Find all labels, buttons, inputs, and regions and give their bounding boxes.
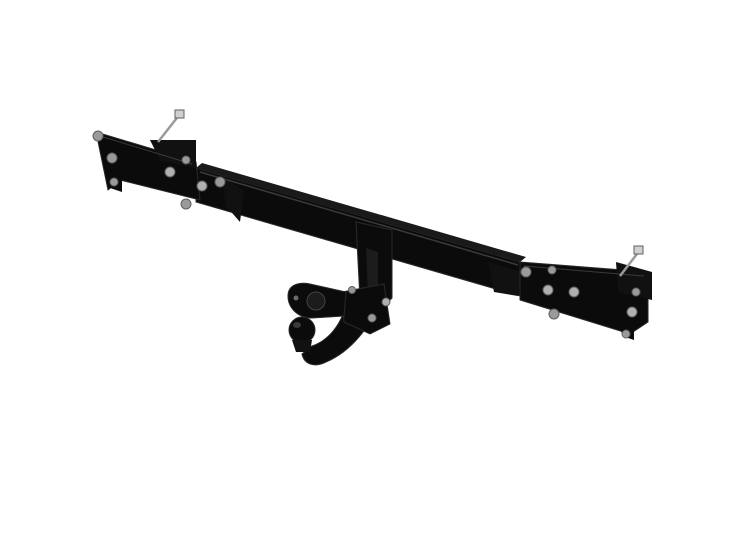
socket-bolt-hole (293, 295, 299, 301)
bolt (180, 198, 192, 210)
drop-arm (301, 221, 393, 366)
bolt (621, 329, 631, 339)
socket-bracket (287, 282, 347, 319)
bolt (626, 306, 638, 318)
bolt (542, 284, 554, 296)
cross-beam-top-face (196, 163, 526, 262)
bolts (92, 130, 641, 339)
cross-beam-right-step (488, 262, 522, 296)
bolt (631, 287, 641, 297)
left-bracket-edge (99, 135, 193, 165)
cross-beam-highlight (199, 171, 519, 266)
right-stud-nut (633, 245, 644, 255)
bolt (348, 286, 356, 294)
bolt (109, 177, 119, 187)
bolt (381, 297, 391, 307)
bolt (548, 308, 560, 320)
bolt (106, 152, 118, 164)
threaded-studs (157, 109, 644, 277)
tow-ball-sphere (288, 316, 316, 344)
cross-beam-left-step (222, 178, 244, 222)
tow-ball (288, 316, 316, 352)
bolt (547, 265, 557, 275)
left-stud-nut (174, 109, 185, 119)
right-mounting-bracket (519, 261, 652, 340)
bolt (196, 180, 208, 192)
tow-ball-highlight (293, 322, 301, 328)
bolt (568, 286, 580, 298)
bolt (92, 130, 104, 142)
socket-hole (306, 291, 326, 311)
left-stud-rod (157, 113, 181, 143)
left-mounting-bracket (95, 131, 201, 201)
bolt (367, 313, 377, 323)
right-bracket-edge (523, 265, 645, 277)
bolt (520, 266, 532, 278)
bolt (181, 155, 191, 165)
bolt (164, 166, 176, 178)
bolt (214, 176, 226, 188)
neck-cutout (366, 248, 378, 294)
tow-ball-collar (292, 340, 312, 352)
mount-plate (341, 283, 391, 335)
